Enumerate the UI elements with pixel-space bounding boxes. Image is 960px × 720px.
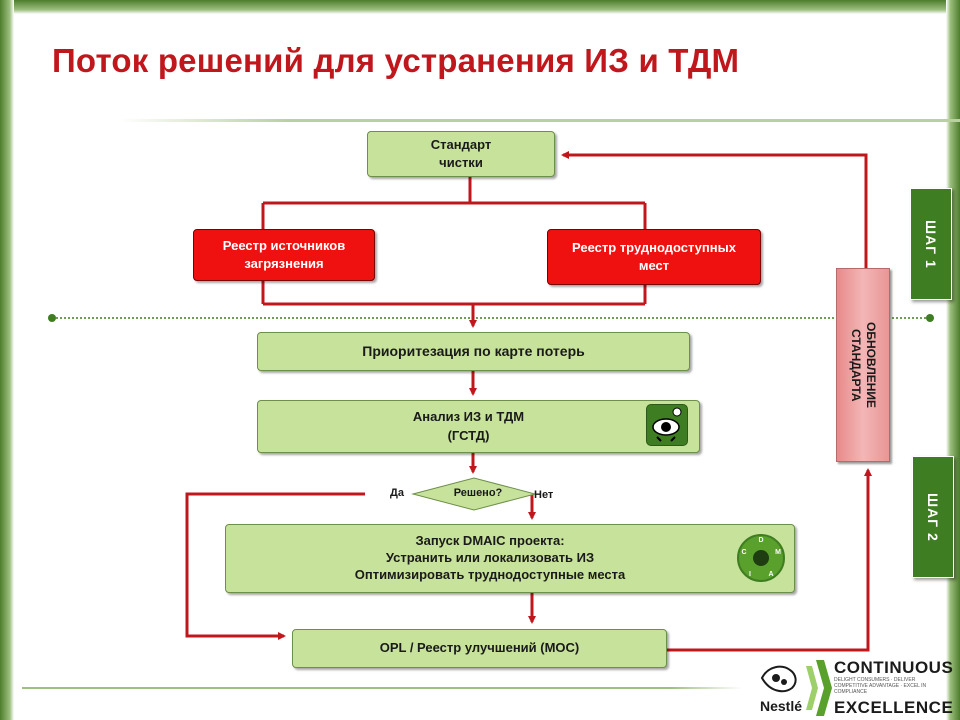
nestle-continuous-excellence-logo: Nestlé CONTINUOUS DELIGHT CONSUMERS · DE…	[754, 656, 960, 720]
node-contamination-sources-registry: Реестр источников загрязнения	[193, 229, 375, 281]
slide-title: Поток решений для устранения ИЗ и ТДМ	[52, 42, 740, 79]
frame-top	[0, 0, 960, 14]
separator-dot-right	[926, 314, 934, 322]
dmaic-letter-m: M	[775, 549, 781, 556]
logo-line-continuous: CONTINUOUS	[834, 658, 954, 677]
separator-dot-left	[48, 314, 56, 322]
dmaic-letter-a: A	[768, 571, 773, 578]
branch-label-no: Нет	[534, 489, 554, 501]
logo-brand: Nestlé	[760, 698, 803, 714]
branch-label-yes: Да	[390, 487, 404, 499]
node-cleaning-standard: Стандарт чистки	[367, 131, 555, 177]
logo-tagline: DELIGHT CONSUMERS · DELIVER COMPETITIVE …	[834, 677, 927, 695]
node-dmaic-project: Запуск DMAIC проекта: Устранить или лока…	[225, 524, 795, 593]
arrow-update-to-standard	[561, 151, 868, 268]
step-1-tab: ШАГ 1	[910, 188, 952, 300]
logo-line-excellence: EXCELLENCE	[834, 698, 954, 717]
node-analysis: Анализ ИЗ и ТДМ (ГСТД)	[257, 400, 700, 453]
node-opl-registry: OPL / Реестр улучшений (МОС)	[292, 629, 667, 668]
dmaic-letter-i: I	[749, 571, 751, 578]
frame-left	[0, 0, 14, 720]
arrow-opl-to-update	[667, 468, 872, 652]
node-hard-to-reach-registry: Реестр труднодоступных мест	[547, 229, 761, 285]
step-1-label: ШАГ 1	[923, 219, 939, 269]
dmaic-letter-c: C	[741, 549, 746, 556]
step-2-tab: ШАГ 2	[912, 456, 954, 578]
title-divider	[120, 119, 960, 122]
node-update-standard: ОБНОВЛЕНИЕ СТАНДАРТА	[836, 268, 890, 462]
dmaic-cycle-icon: D M A I C	[736, 533, 786, 583]
footer-divider	[22, 687, 742, 689]
node-prioritization: Приоритезация по карте потерь	[257, 332, 690, 371]
decision-diamond	[411, 477, 537, 511]
step-2-label: ШАГ 2	[925, 492, 941, 542]
eye-icon	[646, 404, 688, 446]
update-standard-label: ОБНОВЛЕНИЕ СТАНДАРТА	[849, 321, 878, 409]
dmaic-letter-d: D	[758, 537, 763, 544]
arrow-yes-to-opl	[185, 492, 365, 640]
decision-label: Решено?	[453, 487, 503, 499]
